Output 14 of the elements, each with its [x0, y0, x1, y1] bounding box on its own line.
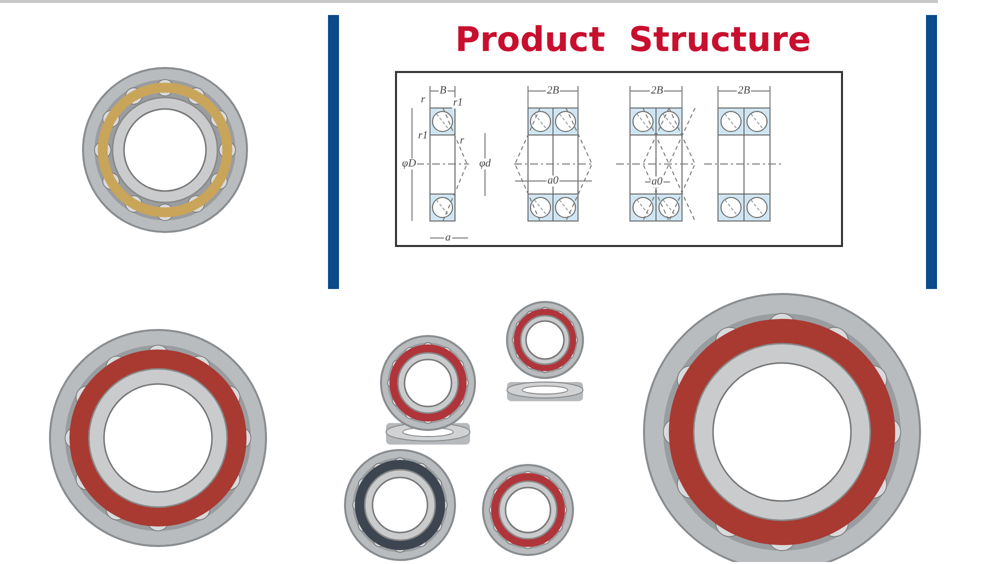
dimension-label: r1 [452, 98, 464, 108]
dimension-label: r1 [417, 130, 429, 142]
dimension-label: a0 [546, 176, 560, 186]
dimension-label: r [458, 136, 466, 146]
dimension-label: 2B [736, 86, 752, 96]
dimension-label: 2B [650, 86, 664, 96]
dimension-label: a0 [650, 176, 664, 188]
section-heading: Product Structure [454, 19, 812, 62]
dimension-label: φd [478, 158, 492, 170]
dimension-label: a [444, 232, 452, 244]
dimension-label: r [420, 94, 426, 106]
dimension-label: φD [400, 158, 418, 170]
dimension-label: B [438, 86, 448, 96]
dimension-label: 2B [546, 86, 560, 96]
